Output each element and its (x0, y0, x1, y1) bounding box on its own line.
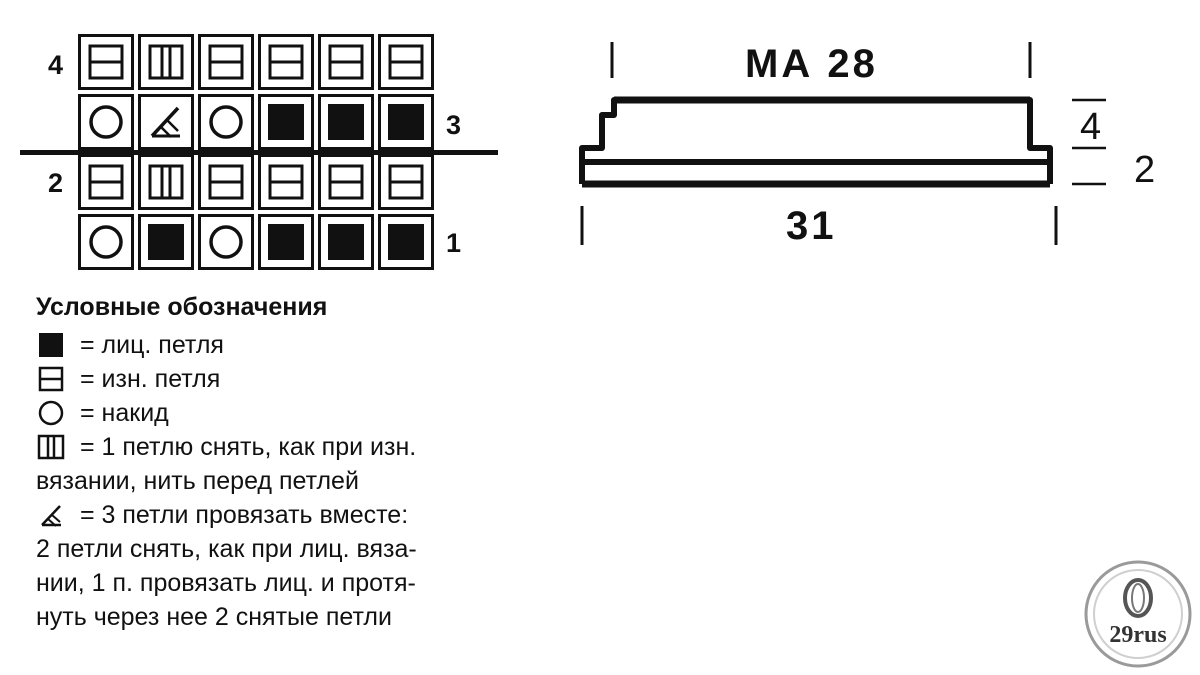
watermark-text: 29rus (1109, 622, 1167, 648)
slip-stitch-icon (146, 42, 186, 82)
row-label-2: 2 (48, 168, 64, 198)
yarn-over-icon (86, 222, 126, 262)
row-label-3: 3 (446, 110, 462, 140)
purl-stitch-icon (206, 42, 246, 82)
slip-stitch-icon (36, 434, 66, 460)
bottom-width-label: 31 (786, 204, 837, 248)
legend-knit: = лиц. петля (36, 328, 536, 362)
chart-cell (138, 154, 194, 210)
legend-k3tog-text-2: 2 петли снять, как при лиц. вяза- (36, 535, 417, 563)
legend-k3tog-text-3: нии, 1 п. провязать лиц. и протя- (36, 569, 416, 597)
chart-cell (138, 34, 194, 90)
purl-stitch-icon (386, 162, 426, 202)
chart-cell (78, 34, 134, 90)
chart-cell (138, 214, 194, 270)
chart-cell (378, 154, 434, 210)
legend-k3tog-text-1: = 3 петли провязать вместе: (80, 501, 409, 529)
chart-cell (318, 214, 374, 270)
top-width-label: МА 28 (745, 42, 878, 86)
chart-cell (78, 154, 134, 210)
chart-cell (198, 94, 254, 150)
knit-stitch-icon (326, 102, 366, 142)
knit-stitch-icon (386, 102, 426, 142)
chart-cell (198, 214, 254, 270)
purl-stitch-icon (206, 162, 246, 202)
legend-k3tog: = 3 петли провязать вместе: (36, 498, 536, 532)
knit-stitch-icon (146, 222, 186, 262)
yarn-over-icon (206, 102, 246, 142)
chart-cell (378, 34, 434, 90)
chart-cell (198, 154, 254, 210)
chart-cell (258, 154, 314, 210)
legend-yo-text: = накид (80, 399, 169, 427)
chart-cell (378, 214, 434, 270)
yarn-over-icon (36, 400, 66, 426)
garment-schema: МА 28 31 4 2 (560, 20, 1155, 280)
slip-stitch-icon (146, 162, 186, 202)
knit-stitch-icon (326, 222, 366, 262)
side-height-4: 4 (1080, 106, 1102, 148)
legend-purl: = изн. петля (36, 362, 536, 396)
chart-cell (318, 34, 374, 90)
legend-yo: = накид (36, 396, 536, 430)
chart-cell (258, 214, 314, 270)
legend-slip-text-2: вязании, нить перед петлей (36, 467, 359, 495)
yarn-over-icon (86, 102, 126, 142)
chart-cell (258, 94, 314, 150)
chart-cell (318, 154, 374, 210)
chart-cell (78, 214, 134, 270)
watermark-logo: 29rus (1082, 558, 1194, 670)
yarn-over-icon (206, 222, 246, 262)
side-height-2: 2 (1134, 149, 1156, 191)
purl-stitch-icon (326, 42, 366, 82)
chart-cell (138, 94, 194, 150)
chart-cell (318, 94, 374, 150)
chart-cell (258, 34, 314, 90)
row-label-4: 4 (48, 50, 64, 80)
knit-stitch-icon (266, 102, 306, 142)
purl-stitch-icon (86, 42, 126, 82)
purl-stitch-icon (36, 366, 66, 392)
knit-stitch-icon (386, 222, 426, 262)
chart-cell (378, 94, 434, 150)
legend-slip-text-1: = 1 петлю снять, как при изн. (80, 433, 417, 461)
row-divider-line (20, 150, 498, 155)
schema-outline (579, 42, 1106, 245)
k3tog-icon (146, 102, 186, 142)
purl-stitch-icon (326, 162, 366, 202)
legend-purl-text: = изн. петля (80, 365, 221, 393)
legend-k3tog-text-4: нуть через нее 2 снятые петли (36, 603, 392, 631)
knit-stitch-icon (36, 332, 66, 358)
purl-stitch-icon (266, 162, 306, 202)
purl-stitch-icon (86, 162, 126, 202)
knit-stitch-icon (266, 222, 306, 262)
legend-title: Условные обозначения (36, 293, 328, 321)
chart-cell (78, 94, 134, 150)
legend-knit-text: = лиц. петля (80, 331, 224, 359)
purl-stitch-icon (266, 42, 306, 82)
row-label-1: 1 (446, 228, 462, 258)
legend: Условные обозначения = лиц. петля = изн.… (36, 290, 536, 634)
chart-cell (198, 34, 254, 90)
legend-slip: = 1 петлю снять, как при изн. (36, 430, 536, 464)
k3tog-icon (36, 502, 66, 528)
purl-stitch-icon (386, 42, 426, 82)
